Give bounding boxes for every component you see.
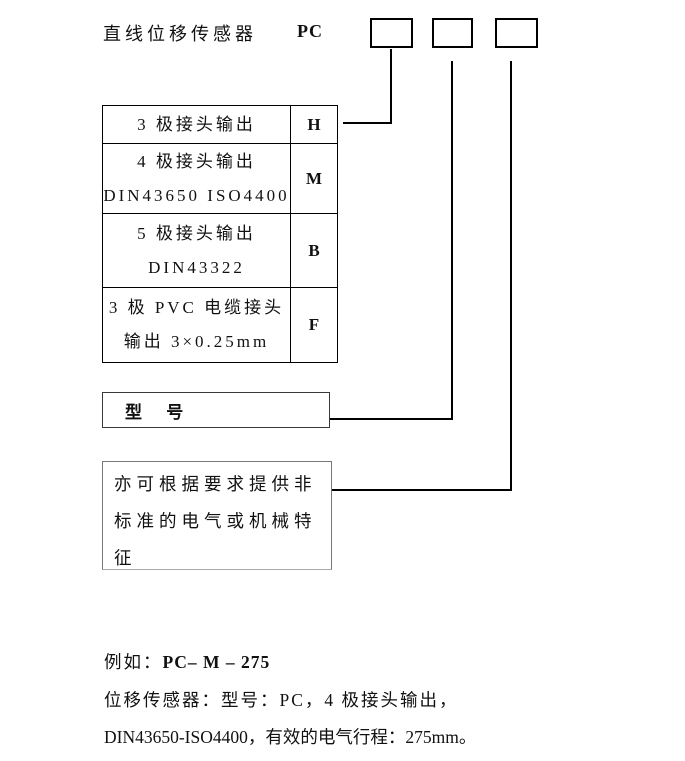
code-box-2 (432, 18, 473, 48)
option-line: 3 极接头输出 (137, 114, 256, 134)
option-line: 4 极接头输出 (137, 151, 256, 171)
option-line: 输出 3×0.25mm (123, 332, 270, 351)
option-line: DIN43650 ISO4400 (103, 185, 290, 205)
example-order-code: PC– M – 275 (162, 652, 271, 672)
custom-note-text: 亦可根据要求提供非标准的电气或机械特征 (114, 474, 317, 568)
model-prefix-code: PC (297, 21, 323, 41)
connector-3-vertical (510, 61, 512, 491)
option-code: M (290, 143, 338, 214)
output-options-table: 3 极接头输出 H 4 极接头输出 DIN43650 ISO4400 M 5 极… (102, 105, 338, 363)
model-number-label: 型 号 (125, 402, 194, 422)
option-description: 3 极 PVC 电缆接头 输出 3×0.25mm (102, 287, 291, 363)
option-description: 5 极接头输出 DIN43322 (102, 213, 291, 288)
custom-note-box: 亦可根据要求提供非标准的电气或机械特征 (102, 461, 332, 570)
example-line-2: 位移传感器：型号：PC，4 极接头输出， (104, 689, 459, 710)
connector-2-horizontal (330, 418, 453, 420)
example-block: 例如：PC– M – 275 位移传感器：型号：PC，4 极接头输出， DIN4… (104, 644, 476, 757)
table-row: 4 极接头输出 DIN43650 ISO4400 M (102, 143, 338, 214)
connector-1-horizontal (343, 122, 392, 124)
example-line-1: 例如：PC– M – 275 (104, 644, 476, 682)
code-box-1 (370, 18, 413, 48)
option-code: H (290, 105, 338, 144)
connector-3-horizontal (332, 489, 512, 491)
option-description: 4 极接头输出 DIN43650 ISO4400 (102, 143, 291, 214)
example-line-3: DIN43650-ISO4400，有效的电气行程：275mm。 (104, 727, 477, 747)
option-description: 3 极接头输出 (102, 105, 291, 144)
table-row: 3 极接头输出 H (102, 105, 338, 144)
table-row: 3 极 PVC 电缆接头 输出 3×0.25mm F (102, 287, 338, 363)
product-title: 直线位移传感器 (103, 24, 257, 44)
option-line: 3 极 PVC 电缆接头 (108, 298, 285, 317)
connector-2-vertical (451, 61, 453, 420)
model-number-box: 型 号 (102, 392, 330, 428)
option-code: F (290, 287, 338, 363)
option-line: 5 极接头输出 (137, 223, 256, 243)
connector-1-vertical (390, 49, 392, 124)
table-row: 5 极接头输出 DIN43322 B (102, 213, 338, 288)
code-box-3 (495, 18, 538, 48)
option-code: B (290, 213, 338, 288)
example-prefix: 例如： (104, 652, 163, 672)
option-line: DIN43322 (148, 257, 245, 277)
